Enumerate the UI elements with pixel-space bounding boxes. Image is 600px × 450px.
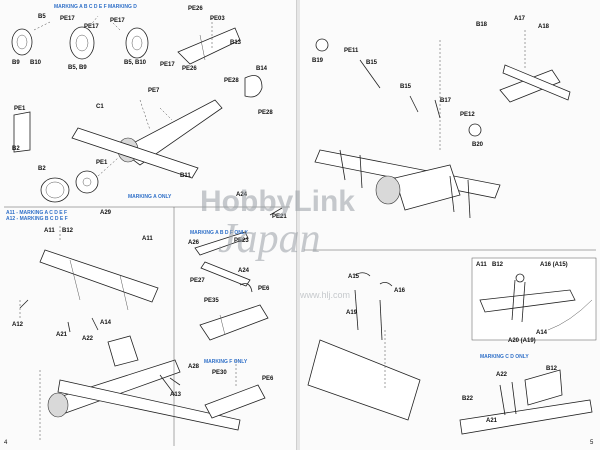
fuselage-main xyxy=(71,99,223,179)
rudder-assembly xyxy=(177,18,263,98)
part-label: B12 xyxy=(62,228,74,234)
upper-wing-assembly xyxy=(314,30,571,219)
part-label: PE1 xyxy=(96,160,108,166)
lower-fuselage-assembly xyxy=(39,335,241,440)
part-label: B18 xyxy=(476,22,488,28)
part-label: PE6 xyxy=(262,376,274,382)
part-label: B11 xyxy=(180,173,191,179)
part-label: PE12 xyxy=(460,112,475,118)
part-label: C1 xyxy=(96,104,104,110)
part-label: PE17 xyxy=(84,24,99,30)
part-label: A21 xyxy=(486,418,498,424)
cabane-strut-detail xyxy=(307,272,421,421)
part-label: B12 xyxy=(546,366,558,372)
part-label: A13 xyxy=(170,392,182,398)
part-label: PE28 xyxy=(224,78,239,84)
wheel-assembly-1 xyxy=(11,21,51,56)
part-label: A24 xyxy=(236,192,248,198)
part-label: PE1 xyxy=(14,106,26,112)
part-label: B5, B9 xyxy=(68,65,87,71)
marking-note-1: MARKING A B C D E F xyxy=(54,4,107,10)
page-number: 5 xyxy=(590,440,594,446)
part-label: A16 xyxy=(394,288,406,294)
part-label: A17 xyxy=(514,16,526,22)
wing-assembly xyxy=(19,225,159,333)
interplane-strut-detail xyxy=(459,369,593,435)
instruction-page-left: MARKING A B C D E F MARKING D MARKING A … xyxy=(0,0,297,450)
part-label: PE26 xyxy=(182,66,197,72)
part-label: B5 xyxy=(38,14,46,20)
part-label: PE27 xyxy=(190,278,205,284)
part-label: A19 xyxy=(346,310,358,316)
part-label: A14 xyxy=(100,320,112,326)
part-label: A14 xyxy=(536,330,548,336)
part-label: B19 xyxy=(312,58,324,64)
part-label: B10 xyxy=(30,60,42,66)
part-label: PE21 xyxy=(272,214,287,220)
marking-note-7: MARKING F ONLY xyxy=(204,359,248,365)
marking-note-5: A12 - MARKING B C D E F xyxy=(6,216,68,222)
part-label: A20 (A19) xyxy=(508,338,536,344)
right-page-drawings xyxy=(304,30,597,435)
part-label: PE23 xyxy=(234,238,249,244)
part-label: B20 xyxy=(472,142,484,148)
part-label: PE6 xyxy=(258,286,270,292)
part-label: B15 xyxy=(400,84,412,90)
part-label: PE17 xyxy=(110,18,125,24)
left-page-drawings xyxy=(4,15,290,446)
engine-cowling xyxy=(13,111,119,203)
part-label: A28 xyxy=(188,364,200,370)
detail-insets xyxy=(169,207,283,419)
part-label: B5, B10 xyxy=(124,60,147,66)
part-label: PE17 xyxy=(60,16,75,22)
part-label: B2 xyxy=(12,146,20,152)
part-label: A24 xyxy=(238,268,250,274)
part-label: A15 xyxy=(348,274,360,280)
part-label: A22 xyxy=(496,372,508,378)
part-label: B17 xyxy=(440,98,452,104)
part-label: PE11 xyxy=(344,48,359,54)
marking-note-3: MARKING A ONLY xyxy=(128,194,172,200)
page-number: 4 xyxy=(4,440,8,446)
inset-strut-detail xyxy=(479,273,593,331)
watermark-logo: HobbyLink xyxy=(200,185,355,218)
part-label: A29 xyxy=(100,210,112,216)
part-label: PE26 xyxy=(188,6,203,12)
part-label: A11 xyxy=(44,228,55,234)
part-label: B12 xyxy=(492,262,504,268)
part-label: PE17 xyxy=(160,62,175,68)
wheel-assembly-3 xyxy=(111,21,149,59)
part-label: A22 xyxy=(82,336,94,342)
part-label: A21 xyxy=(56,332,68,338)
part-label: B9 xyxy=(12,60,20,66)
marking-note-2: MARKING D xyxy=(108,4,137,10)
watermark-script: Japan xyxy=(218,216,321,262)
part-label: A18 xyxy=(538,24,550,30)
instruction-page-right: MARKING C D ONLY B19 PE11 B15 B18 A17 A1… xyxy=(300,0,600,450)
part-label: A12 xyxy=(12,322,24,328)
part-label: A26 xyxy=(188,240,200,246)
part-label: B13 xyxy=(230,40,242,46)
marking-note-4: A11 - MARKING A C D E F xyxy=(6,210,68,216)
part-label: A11 xyxy=(476,262,487,268)
part-label: PE7 xyxy=(148,88,160,94)
marking-note-right: MARKING C D ONLY xyxy=(480,354,529,360)
part-label: PE28 xyxy=(258,110,273,116)
part-label: B2 xyxy=(38,166,46,172)
part-label: A11 xyxy=(142,236,153,242)
part-label: PE35 xyxy=(204,298,219,304)
part-label: A16 (A15) xyxy=(540,262,568,268)
wheel-assembly-2 xyxy=(69,15,99,60)
part-label: PE30 xyxy=(212,370,227,376)
part-label: PE03 xyxy=(210,16,225,22)
part-label: B22 xyxy=(462,396,474,402)
part-label: B14 xyxy=(256,66,268,72)
watermark-url: www.hlj.com xyxy=(300,290,351,300)
part-label: B15 xyxy=(366,60,378,66)
marking-note-6: MARKING A B D F ONLY xyxy=(190,230,248,236)
